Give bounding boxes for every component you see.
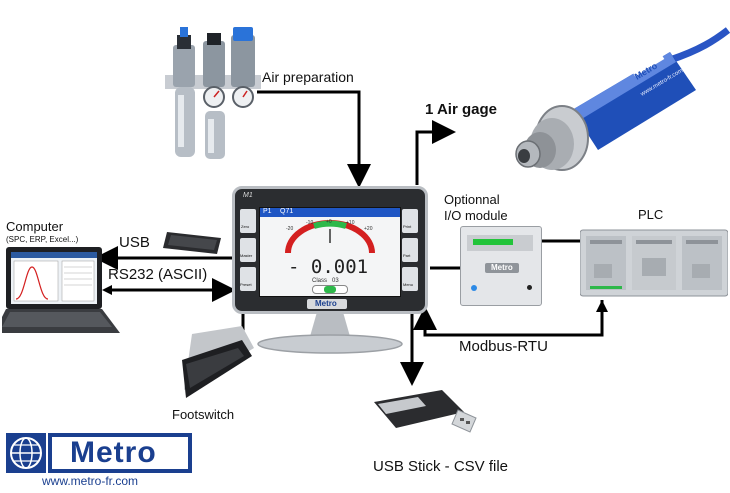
computer-sublabel: (SPC, ERP, Excel...) [6, 235, 79, 244]
io-module: Metro [460, 226, 542, 306]
air-gage-image: Metro www.metro-fr.com [515, 27, 730, 171]
usb-stick-label: USB Stick - CSV file [373, 458, 509, 475]
scale-tick-4: +10 [346, 220, 355, 226]
display-unit: M1 P1 Q71 -20 -10 +0 +10 +20 - 0.001 Cla… [232, 186, 428, 314]
scale-tick-2: -10 [306, 220, 313, 226]
metro-url[interactable]: www.metro-fr.com [42, 474, 139, 488]
plc-label: PLC [638, 207, 664, 222]
laptop-image [2, 247, 120, 333]
footswitch-label: Footswitch [172, 407, 235, 422]
display-header: P1 Q71 [260, 208, 400, 217]
print-button[interactable]: Print [402, 209, 418, 233]
io-power-led [471, 285, 477, 291]
air-preparation-unit-image [165, 27, 261, 159]
io-module-label-line1: Optionnal [444, 192, 500, 207]
display-header-left: P1 [263, 208, 272, 215]
metro-globe-icon [6, 433, 46, 473]
keyboard-image [163, 232, 221, 254]
display-left-buttons: Zero Master Preset [240, 209, 256, 293]
rs232-label: RS232 (ASCII) [108, 266, 208, 283]
plc-image [580, 229, 728, 297]
display-class-label: Class [312, 278, 328, 284]
display-right-buttons: Print Part Menu [402, 209, 418, 293]
io-status-led-strip [473, 239, 513, 245]
metro-wordmark: Metro [70, 436, 157, 469]
master-button[interactable]: Master [240, 238, 256, 262]
usb-label: USB [119, 234, 150, 251]
air-preparation-arrow [257, 90, 371, 188]
metro-wordmark-box: Metro [48, 433, 192, 473]
display-reading: - 0.001 [288, 256, 369, 278]
scale-tick-5: +20 [364, 226, 373, 232]
footswitch-image [182, 326, 254, 398]
display-class-value: 03 [332, 278, 339, 284]
modbus-label: Modbus-RTU [459, 338, 548, 355]
usb-stick-image [374, 390, 477, 433]
scale-tick-1: -20 [286, 226, 293, 232]
computer-label: Computer [6, 219, 64, 234]
display-scale: -20 -10 +0 +10 +20 [285, 219, 375, 254]
scale-tick-3: +0 [326, 219, 332, 225]
air-gage-label: 1 Air gage [425, 101, 497, 118]
display-model: M1 [243, 192, 253, 199]
modbus-arrow [413, 300, 604, 337]
io-brand-plate: Metro [485, 263, 519, 273]
menu-button[interactable]: Menu [402, 267, 418, 291]
display-stand [257, 312, 403, 354]
display-screen: P1 Q71 -20 -10 +0 +10 +20 - 0.001 Class … [259, 207, 401, 297]
air-gage-arrow [415, 120, 456, 185]
display-class-indicator [312, 285, 348, 294]
io-module-label-line2: I/O module [444, 208, 508, 223]
zero-button[interactable]: Zero [240, 209, 256, 233]
preset-button[interactable]: Preset [240, 267, 256, 291]
air-preparation-label: Air preparation [262, 69, 354, 85]
display-header-mid: Q71 [280, 208, 294, 215]
display-brand-plate: Metro [307, 299, 347, 309]
part-button[interactable]: Part [402, 238, 418, 262]
metro-logo: Metro [6, 433, 192, 473]
io-port [527, 285, 532, 290]
